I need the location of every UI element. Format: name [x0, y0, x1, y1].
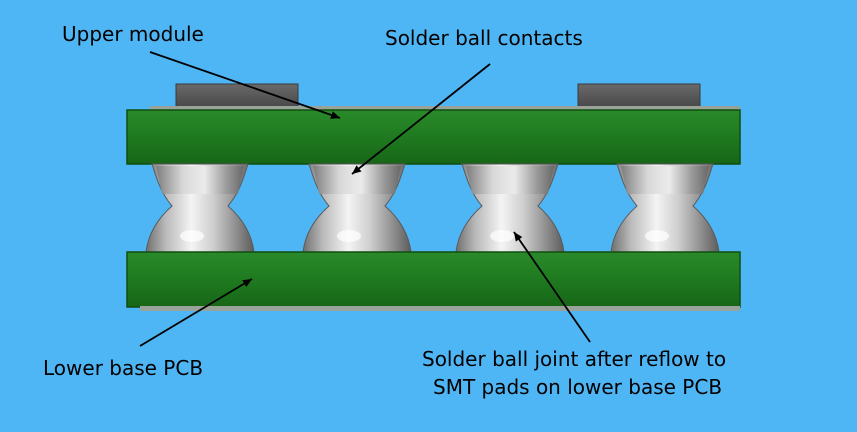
arrow-lower-base-pcb — [139, 278, 253, 347]
top-component-right — [577, 83, 701, 111]
lower-base-pcb — [126, 251, 741, 308]
bottom-pad-strip — [140, 306, 740, 311]
top-pad-strip — [150, 106, 740, 111]
solder-joint-2 — [302, 163, 412, 253]
upper-module-pcb — [126, 109, 741, 165]
label-solder-ball-contacts: Solder ball contacts — [385, 26, 583, 50]
label-solder-ball-joint-line2: SMT pads on lower base PCB — [433, 375, 722, 399]
arrow-upper-module — [149, 51, 341, 119]
arrow-solder-ball-joint — [513, 231, 591, 343]
solder-joint-4 — [610, 163, 720, 253]
label-solder-ball-joint-line1: Solder ball joint after reflow to — [422, 347, 726, 371]
solder-joint-3 — [455, 163, 565, 253]
label-upper-module: Upper module — [62, 22, 204, 46]
label-lower-base-pcb: Lower base PCB — [43, 356, 203, 380]
solder-joint-1 — [145, 163, 255, 253]
arrow-solder-ball-contacts — [351, 63, 491, 175]
